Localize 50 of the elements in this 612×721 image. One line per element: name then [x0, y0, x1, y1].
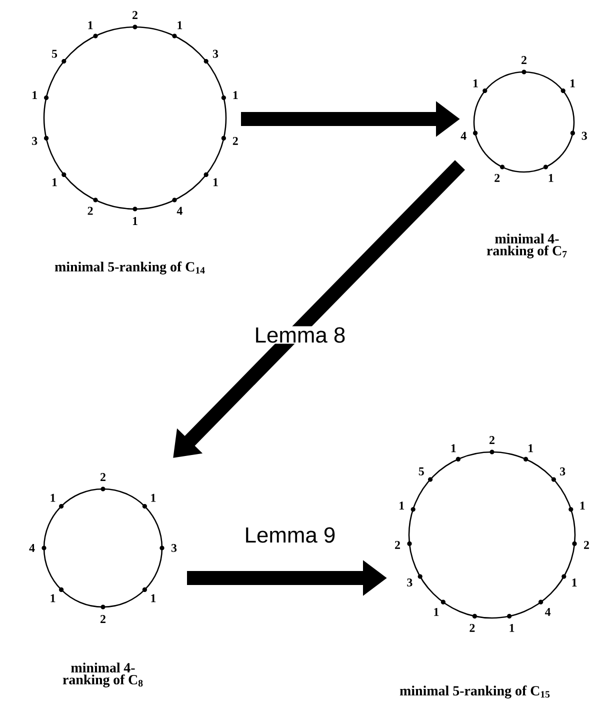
vertex-label: 3	[582, 132, 587, 140]
vertex-label: 1	[580, 502, 585, 510]
vertex-label: 1	[473, 79, 478, 88]
vertex-label: 1	[451, 444, 456, 452]
vertex-label: 1	[570, 79, 575, 88]
vertex-label: 1	[434, 608, 439, 616]
vertex-label: 4	[460, 132, 466, 140]
vertex-label: 1	[548, 174, 554, 182]
vertex-label: 2	[584, 540, 589, 549]
vertex-label: 4	[29, 544, 35, 552]
node-label: minimal 5-ranking of C$_{14}$	[54, 262, 205, 274]
vertex-label: 1	[233, 91, 238, 100]
vertex-label: 1	[151, 594, 156, 602]
vertex-label: 2	[395, 540, 400, 549]
vertex-label: 1	[572, 578, 577, 586]
vertex-label: 2	[522, 56, 526, 64]
vertex-label: 1	[132, 217, 138, 225]
node-label: minimal 4-ranking of C$_{8}$	[62, 662, 143, 688]
vertex-label: 3	[171, 544, 177, 552]
vertex-label: 3	[407, 578, 412, 586]
vertex-label: 2	[232, 136, 238, 145]
vertex-label: 2	[490, 436, 494, 444]
vertex-label: 1	[50, 594, 56, 602]
node-label: minimal 4-ranking of C$_{7}$	[486, 234, 567, 258]
vertex-label: 1	[151, 494, 156, 502]
vertex-label: 2	[470, 624, 475, 632]
edge-label: Lemma 9	[243, 526, 337, 544]
vertex-label: 5	[52, 50, 58, 58]
vertex-label: 3	[560, 467, 566, 476]
edge-label: Lemma 8	[253, 326, 347, 344]
vertex-label: 2	[100, 473, 106, 481]
vertex-label: 3	[32, 136, 38, 145]
vertex-label: 1	[52, 178, 57, 186]
vertex-label: 1	[528, 444, 533, 452]
vertex-label: 1	[213, 178, 218, 186]
vertex-label: 1	[400, 502, 404, 510]
vertex-label: 3	[212, 50, 218, 58]
vertex-label: 1	[88, 21, 93, 30]
vertex-label: 4	[544, 608, 551, 616]
vertex-label: 2	[132, 11, 138, 19]
vertex-label: 1	[510, 624, 514, 632]
vertex-label: 2	[88, 206, 93, 215]
vertex-label: 5	[418, 467, 424, 476]
vertex-label: 1	[50, 494, 56, 502]
vertex-label: 1	[178, 21, 182, 30]
vertex-label: 1	[32, 91, 37, 100]
node-label: minimal 5-ranking of C$_{15}$	[400, 686, 550, 698]
vertex-label: 2	[494, 174, 500, 182]
vertex-label: 2	[100, 615, 106, 623]
vertex-label: 4	[176, 206, 182, 215]
